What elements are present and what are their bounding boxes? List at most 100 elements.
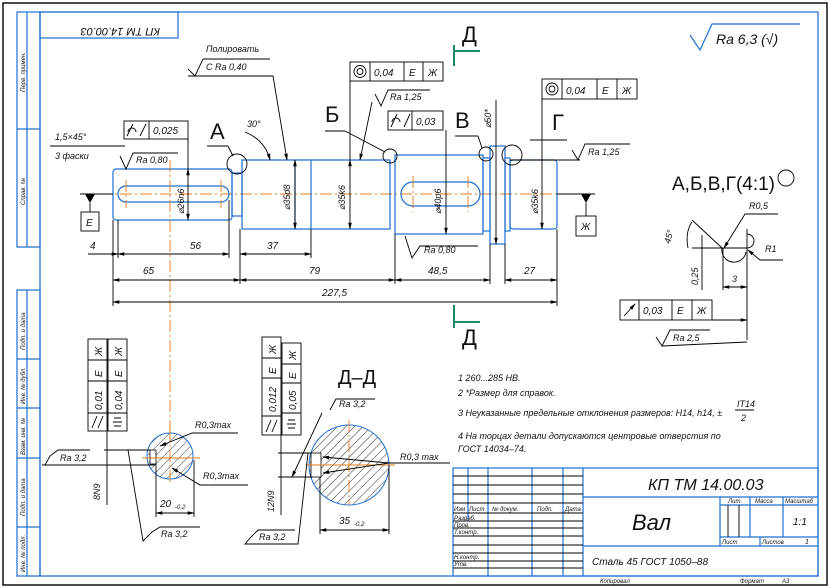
- keyway-left: [117, 185, 230, 203]
- label-sections-left-par-d1: Е: [94, 370, 105, 377]
- roughness-marks: Ra 0,80 Ra 1,25 Ra 1,25 Ra 0,80: [119, 89, 630, 260]
- label-sections-right-par-d1: Е: [268, 367, 279, 374]
- dim-27: 27: [523, 266, 536, 277]
- label-tolerance_frames-conc_g-value: 0,04: [566, 86, 586, 97]
- label-sections-right-sym-value: 0,05: [288, 390, 299, 410]
- label-title_block-headers-2: № докум.: [492, 506, 518, 513]
- label-roughness-r25: Ra 2,5: [673, 333, 701, 343]
- rotated-designation: КП ТМ 14.00.03: [80, 25, 160, 37]
- tolerance-frame-cylindricity-a: 0,025: [123, 120, 189, 169]
- step-35d8: [241, 159, 391, 230]
- label-sections-left-par-d2: Ж: [94, 346, 105, 357]
- dim-48-5: 48,5: [428, 266, 448, 277]
- cylindricity-icon: [126, 123, 147, 137]
- chamfer-note: 1,5×45° 3 фаски: [50, 132, 125, 161]
- label-tolerance_frames-conc_b-d2: Ж: [427, 68, 438, 79]
- label-chamfer-size: 1,5×45°: [55, 132, 87, 142]
- symmetry-icon: [287, 419, 296, 429]
- strip-label: Взам. инв. №: [20, 417, 27, 455]
- label-datums-zh: Ж: [580, 222, 591, 233]
- title-block: Изм Лист № докум. Подп. Дата Разраб. Про…: [452, 467, 819, 585]
- label-tolerance_frames-runout-d1: Е: [677, 306, 684, 317]
- label-roughness-r080b: Ra 0,80: [424, 245, 456, 255]
- label-title_block-lit: Лит.: [727, 499, 742, 505]
- label-tolerance_frames-cyl_b-value: 0,03: [416, 117, 436, 128]
- label-title_block-roles-0: Разраб.: [454, 516, 476, 522]
- datum-zh: Ж: [557, 193, 597, 237]
- label-sections-right-depth: 35: [339, 516, 351, 527]
- label-sections-left-depth_tol: -0,2: [175, 505, 186, 511]
- label-tolerance_frames-conc_b-value: 0,04: [374, 68, 394, 79]
- label-sections-right-par-d2: Ж: [268, 344, 279, 355]
- dim-d26: ⌀26n6: [176, 189, 186, 214]
- label-roughness-r080a: Ra 0,80: [136, 155, 168, 165]
- general-roughness-text: Ra 6,3 (√): [716, 31, 778, 47]
- symmetry-icon: [113, 417, 122, 427]
- label-title_block-format: Формат: [740, 579, 764, 585]
- rotated-view-icon: [777, 169, 795, 187]
- cylindricity-icon: [390, 113, 411, 128]
- label-sections-left-par-value: 0,01: [94, 391, 105, 410]
- dim-37: 37: [267, 241, 279, 252]
- label-title_block-headers-1: Лист: [468, 507, 484, 513]
- label-polish-ra: C Ra 0,40: [206, 62, 247, 72]
- journal-26: [112, 168, 233, 221]
- label-title_block-roles-3: Н.контр.: [454, 555, 479, 561]
- section-mark-bottom: Д: [462, 325, 477, 350]
- label-views-g: Г: [552, 110, 564, 135]
- label-roughness-r125a: Ra 1,25: [390, 92, 423, 102]
- label-sections-left-sym-value: 0,04: [114, 390, 125, 410]
- label-roughness-r125b: Ra 1,25: [588, 147, 621, 157]
- strip-label: Справ. №: [20, 177, 27, 205]
- label-title_block-mass: Масса: [755, 499, 773, 505]
- label-sections-left-width: 8N9: [92, 483, 102, 500]
- groove: [231, 172, 243, 217]
- label-title_block-sheets: Листов: [761, 540, 784, 546]
- strip-label: Подп. и дата: [21, 312, 27, 350]
- general-roughness: Ra 6,3 (√): [689, 23, 800, 52]
- label-title_block-sheets_count: 1: [805, 539, 809, 546]
- dim-d50: ⌀50*: [483, 109, 493, 128]
- part-name: Вал: [632, 510, 671, 535]
- material: Сталь 45 ГОСТ 1050–88: [592, 557, 708, 568]
- strip-label: Инв. № подл.: [20, 535, 27, 572]
- label-sections-right-sym-d2: Ж: [288, 350, 299, 361]
- concentricity-icon: [545, 82, 559, 96]
- shaft-main-view: [100, 144, 570, 440]
- label-roughness-r32c: Ra 3,2: [339, 399, 366, 409]
- label-detail-r05: R0,5: [749, 201, 769, 211]
- tolerance-frame-cylindricity-b: 0,03: [387, 110, 444, 131]
- polish-note: Полировать C Ra 0,40: [187, 44, 288, 161]
- label-title_block-roles-4: Утв.: [453, 562, 468, 568]
- parallelism-icon: [91, 415, 104, 429]
- section-right: Д–Д Ж Е 0,012 Ж Е 0,05 12N9 Ra 3,2 R0,3 …: [244, 336, 450, 545]
- side-strip: Перв. примен. Справ. № Подп. и дата Инв.…: [16, 11, 41, 577]
- label-views-b: Б: [325, 102, 339, 127]
- label-title_block-sheet: Лист: [721, 540, 737, 546]
- dim-79: 79: [309, 266, 321, 277]
- label-title_block-headers-4: Дата: [564, 507, 581, 513]
- label-detail-a45: 45°: [662, 228, 675, 244]
- label-title_block-scale_label: Масштаб: [785, 499, 814, 505]
- dim-65: 65: [143, 266, 155, 277]
- note-2: 2 *Размер для справок.: [457, 388, 556, 398]
- label-detail-h025: 0,25: [690, 266, 700, 285]
- section-mark-top: Д: [462, 22, 477, 47]
- label-roughness-r32a: Ra 3,2: [60, 453, 87, 463]
- label-sections-left-depth: 20: [159, 499, 172, 510]
- dim-d35k6-right: ⌀35k6: [530, 189, 540, 214]
- label-datums-e: Е: [86, 218, 93, 229]
- label-sections-right-r: R0,3 max: [400, 452, 439, 462]
- label-sections-left-sym-d1: Е: [114, 370, 125, 377]
- strip-label: Инв. № дубл.: [20, 367, 27, 404]
- keyway-middle: [400, 181, 481, 207]
- label-title_block-format_value: A3: [781, 579, 790, 585]
- note-4-cont: ГОСТ 14034–74.: [458, 444, 526, 454]
- label-title_block-roles-1: Пров.: [454, 523, 470, 529]
- label-sections-right-depth_tol: -0,2: [354, 522, 365, 528]
- label-tolerance_frames-runout-d2: Ж: [696, 306, 707, 317]
- dim-d35k6: ⌀35k6: [337, 185, 347, 210]
- collar-50: [489, 145, 506, 245]
- detail-view: А,Б,В,Г(4:1) R0,5 R1 45° 0,25 3 0,03 Е Ж…: [619, 169, 795, 347]
